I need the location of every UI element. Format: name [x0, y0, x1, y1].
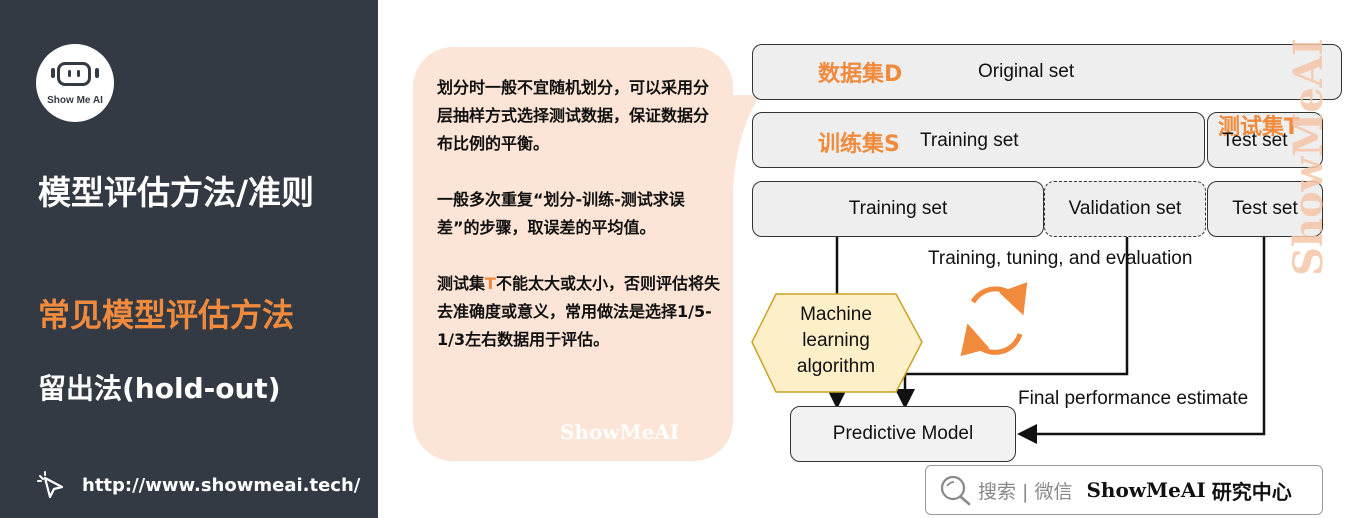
website-link[interactable]: http://www.showmeai.tech/: [36, 470, 360, 500]
brand-suffix: 研究中心: [1211, 479, 1292, 504]
loop-label: Training, tuning, and evaluation: [928, 248, 1193, 269]
original-set-cn-label: 数据集D: [818, 62, 903, 87]
search-bar[interactable]: 搜索 | 微信 ShowMeAI 研究中心: [925, 465, 1323, 515]
test-set-en-label-top: Test set: [1222, 130, 1288, 151]
bubble-watermark: ShowMeAI: [560, 420, 680, 444]
predictive-model-box: Predictive Model: [790, 406, 1016, 462]
final-estimate-label: Final performance estimate: [1018, 388, 1249, 409]
logo-ear: [95, 68, 99, 78]
test-set-box-top: [1207, 112, 1323, 168]
robot-face-icon: [57, 62, 91, 86]
note-test-symbol: T: [485, 274, 496, 293]
training-set-en-label: Training set: [920, 130, 1019, 151]
original-set-en-label: Original set: [978, 61, 1075, 82]
original-set-box: [752, 44, 1342, 100]
training-set-cn-label: 训练集S: [818, 132, 900, 157]
algorithm-label: Machine learning algorithm: [796, 304, 876, 377]
cursor-click-icon: [37, 471, 64, 499]
test-set-box: Test set: [1207, 181, 1323, 237]
note-test-prefix: 测试集: [437, 274, 486, 293]
test-set-cn-label: 测试集T: [1218, 115, 1300, 140]
training-set-box: [752, 112, 1205, 168]
training-subset-box: Training set: [752, 181, 1044, 237]
note-bubble: [413, 47, 733, 461]
logo: Show Me AI: [36, 44, 114, 122]
note-paragraph-split: 划分时一般不宜随机划分，可以采用分层抽样方式选择测试数据，保证数据分布比例的平衡…: [437, 78, 710, 153]
validation-set-box: Validation set: [1044, 181, 1206, 237]
method-title: 留出法(hold-out): [38, 372, 281, 405]
bubble-tail: [730, 95, 760, 205]
search-icon: [940, 475, 971, 506]
note-text: 划分时一般不宜随机划分，可以采用分层抽样方式选择测试数据，保证数据分布比例的平衡…: [437, 74, 722, 354]
note-paragraph-repeat: 一般多次重复“划分-训练-测试求误差”的步骤，取误差的平均值。: [437, 190, 685, 237]
logo-ear: [51, 68, 55, 78]
website-link-text[interactable]: http://www.showmeai.tech/: [82, 474, 361, 496]
search-text: 搜索 | 微信: [978, 480, 1073, 503]
note-test-rest: 不能太大或太小，否则评估将失去准确度或意义，常用做法是选择1/5-1/3左右数据…: [437, 274, 720, 349]
section-title: 常见模型评估方法: [38, 296, 295, 334]
refresh-cycle-icon: [960, 282, 1028, 357]
page-title: 模型评估方法/准则: [38, 173, 315, 212]
sidebar: Show Me AI 模型评估方法/准则 常见模型评估方法 留出法(hold-o…: [0, 0, 378, 518]
logo-text: Show Me AI: [47, 95, 103, 106]
brand-name: ShowMeAI: [1086, 478, 1206, 502]
edge-watermark-text: ShowMeAI: [1290, 40, 1330, 276]
edge-watermark: ShowMeAI: [1290, 40, 1330, 276]
note-paragraph-test-size: 测试集T不能太大或太小，否则评估将失去准确度或意义，常用做法是选择1/5-1/3…: [437, 270, 722, 354]
